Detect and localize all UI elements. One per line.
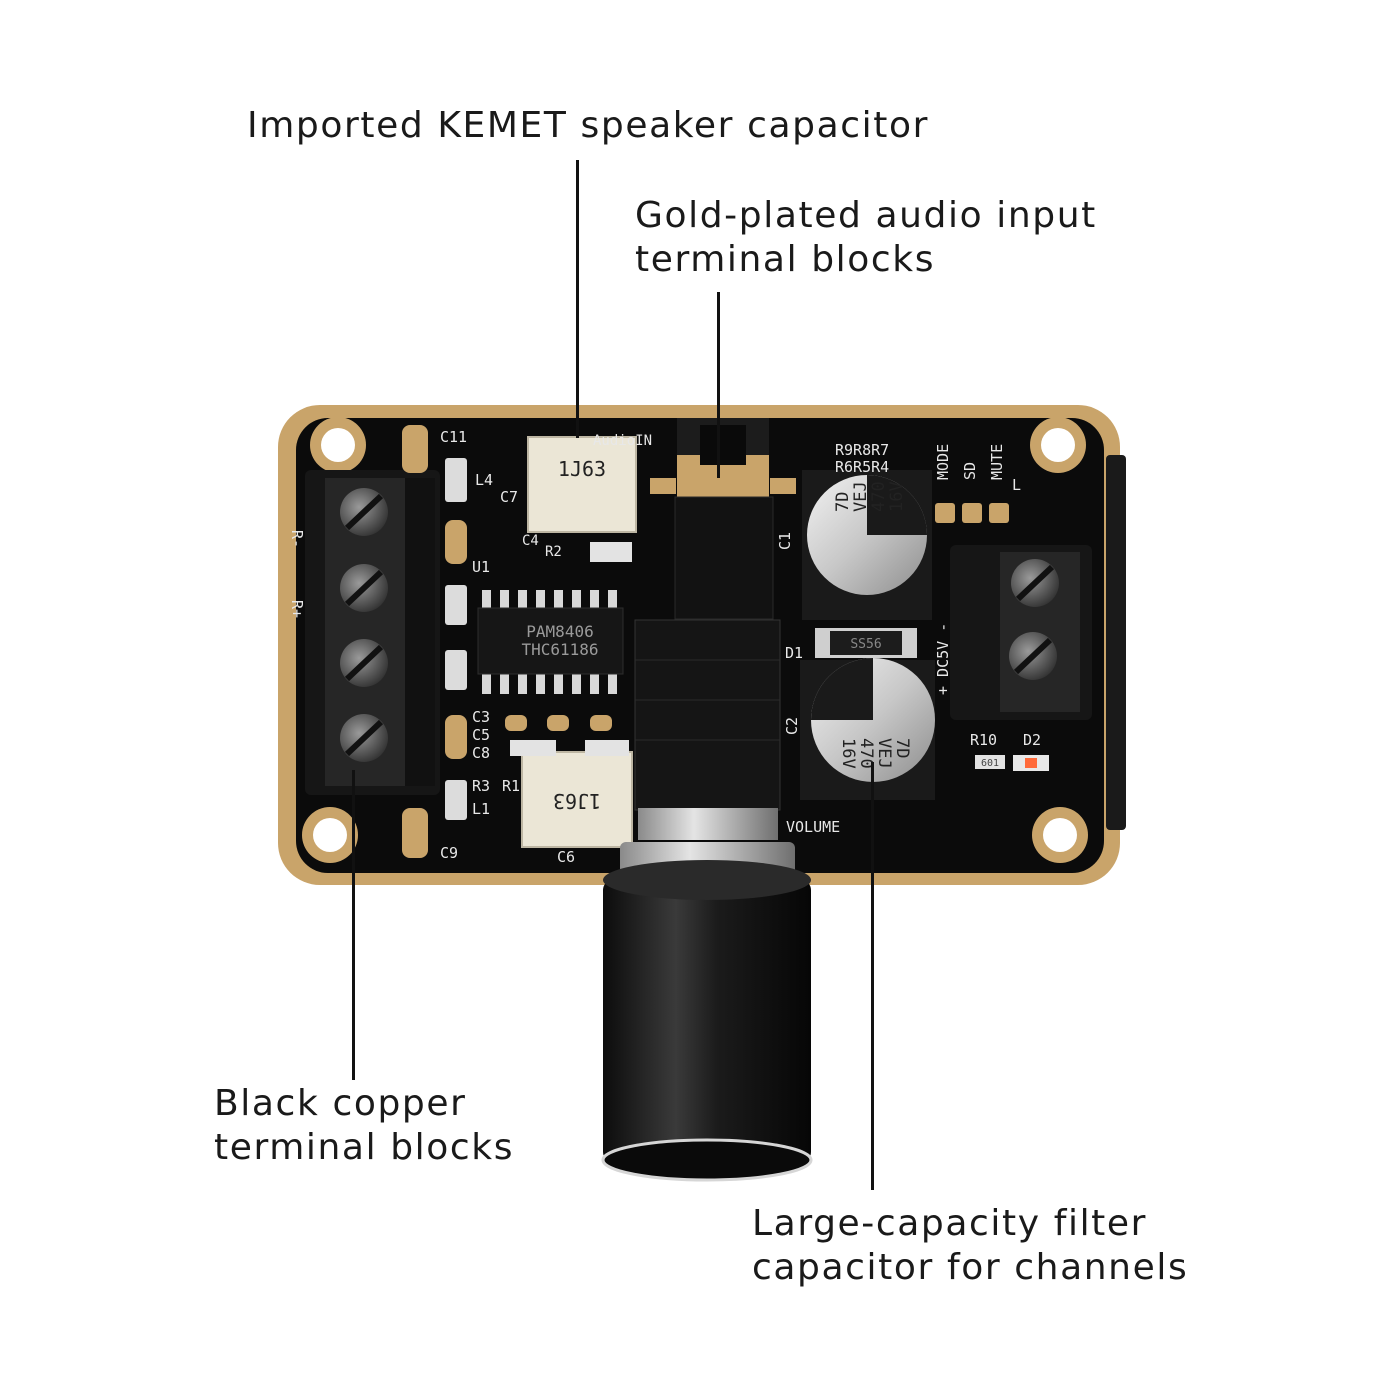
silk-audio-in: AudioIN <box>593 433 652 449</box>
callout-filter-line2: capacitor for channels <box>752 1247 1189 1288</box>
silk-volume: VOLUME <box>786 818 840 836</box>
silk-sd: SD <box>961 462 979 480</box>
silk-l4: L4 <box>475 471 493 489</box>
silk-l: L <box>1012 476 1021 494</box>
cap-top-t4: 16V <box>887 481 907 512</box>
volume-knob <box>601 860 813 1182</box>
kemet-capacitor-bottom: 1J63 <box>521 751 633 848</box>
cap-top-t3: 470 <box>869 481 889 512</box>
callout-kemet: Imported KEMET speaker capacitor <box>247 104 929 148</box>
callout-black: Black copper terminal blocks <box>214 1082 514 1170</box>
silk-r2: R2 <box>545 544 562 560</box>
silk-c3: C3 <box>472 708 490 726</box>
kemet-capacitor-top: 1J63 <box>527 436 637 533</box>
silk-r9r8r7: R9R8R7 <box>835 441 889 459</box>
kemet-code-bottom: 1J63 <box>553 789 601 813</box>
silk-mute: MUTE <box>988 444 1006 480</box>
filter-capacitor-bottom: 16V 470 VEJ 7D <box>800 658 935 800</box>
chip-label-1: PAM8406 <box>526 622 593 641</box>
callout-gold: Gold-plated audio input terminal blocks <box>635 194 1097 282</box>
silk-c5: C5 <box>472 726 490 744</box>
cap-bottom-t2: VEJ <box>874 738 894 769</box>
cap-bottom-t4: 16V <box>838 738 858 769</box>
cap-top-t1: 7D <box>833 492 853 512</box>
silk-u1: U1 <box>472 558 490 576</box>
silk-dc5v: + DC5V - <box>934 623 952 695</box>
silk-r1: R1 <box>502 777 520 795</box>
silk-d2: D2 <box>1023 731 1041 749</box>
callout-black-line1: Black copper <box>214 1083 467 1124</box>
silk-r6r5r4: R6R5R4 <box>835 458 889 476</box>
silk-c4: C4 <box>522 533 539 549</box>
audio-input-jack <box>650 418 796 620</box>
leader-black <box>352 770 355 1080</box>
amplifier-chip: PAM8406 THC61186 <box>477 590 624 694</box>
silk-mode: MODE <box>934 444 952 480</box>
smd-parts-left <box>402 425 467 858</box>
callout-gold-line1: Gold-plated audio input <box>635 195 1097 236</box>
silk-c7: C7 <box>500 488 518 506</box>
mode-pads <box>935 503 1009 523</box>
silk-r-plus: R+ <box>288 600 306 618</box>
leader-filter <box>871 762 874 1190</box>
smd-parts-bottom <box>505 715 629 756</box>
kemet-code-top: 1J63 <box>558 457 606 481</box>
silk-r10: R10 <box>970 731 997 749</box>
silk-c9: C9 <box>440 844 458 862</box>
silk-d1: D1 <box>785 644 803 662</box>
diode-d1: SS56 <box>815 628 917 658</box>
cap-bottom-t1: 7D <box>892 738 912 758</box>
silk-c1: C1 <box>776 532 794 550</box>
cap-bottom-t3: 470 <box>856 738 876 769</box>
callout-filter: Large-capacity filter capacitor for chan… <box>752 1202 1188 1290</box>
leader-gold <box>717 292 720 478</box>
callout-gold-line2: terminal blocks <box>635 239 936 280</box>
cap-top-t2: VEJ <box>851 481 871 512</box>
right-terminal-block <box>950 545 1092 720</box>
resistor-r10 <box>975 755 1005 769</box>
diode-label: SS56 <box>850 637 881 652</box>
resistor-r2 <box>590 542 632 562</box>
left-terminal-block <box>305 470 440 795</box>
volume-potentiometer <box>620 619 795 887</box>
silk-c2: C2 <box>783 717 801 735</box>
silk-r3: R3 <box>472 777 490 795</box>
silk-c6: C6 <box>557 848 575 866</box>
callout-filter-line1: Large-capacity filter <box>752 1203 1148 1244</box>
leader-kemet <box>576 160 579 438</box>
chip-label-2: THC61186 <box>521 640 598 659</box>
silk-l1: L1 <box>472 800 490 818</box>
callout-black-line2: terminal blocks <box>214 1127 515 1168</box>
silk-c8: C8 <box>472 744 490 762</box>
filter-capacitor-top: 7D VEJ 470 16V <box>802 470 932 620</box>
silk-c11: C11 <box>440 428 467 446</box>
silk-r-minus: R- <box>288 530 306 548</box>
r10-code: 601 <box>981 758 999 769</box>
mounting-holes <box>302 417 1088 863</box>
callout-kemet-text: Imported KEMET speaker capacitor <box>247 105 929 146</box>
